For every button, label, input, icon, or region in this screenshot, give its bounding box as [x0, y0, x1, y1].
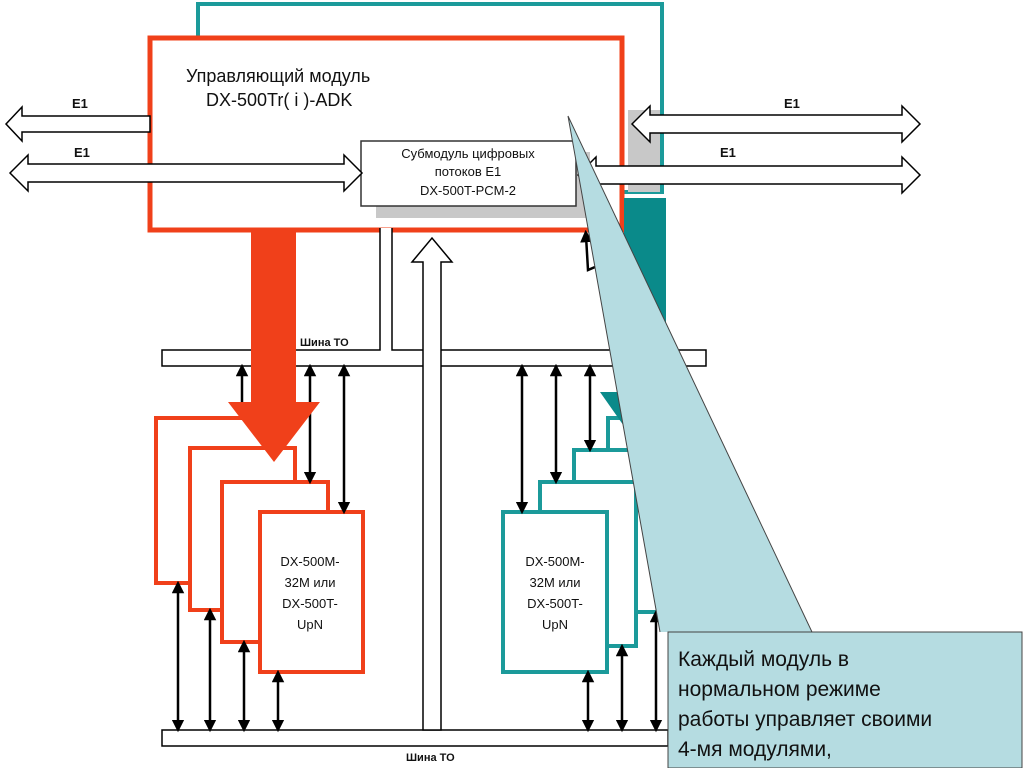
callout-line1: Каждый модуль в: [678, 648, 849, 671]
callout-line2: нормальном режиме: [678, 678, 881, 701]
e1-label-left-top: E1: [72, 96, 88, 111]
submodule-line2: потоков Е1: [435, 164, 502, 179]
e1-link-left-top: [4, 105, 151, 143]
e1-label-right-top: E1: [784, 96, 800, 111]
submodule-line1: Субмодуль цифровых: [401, 146, 535, 161]
left-module-line4: UpN: [297, 617, 323, 632]
right-module-line3: DX-500T-: [527, 596, 583, 611]
left-module-line1: DX-500M-: [280, 554, 339, 569]
left-module-stack: [154, 416, 365, 674]
left-module-line3: DX-500T-: [282, 596, 338, 611]
control-module-title: Управляющий модуль: [186, 66, 370, 86]
submodule-link-arrow: [410, 236, 454, 731]
e1-link-right-top: [630, 104, 922, 144]
module-to-bus-arrows-left-bottom: [171, 580, 285, 733]
callout-line4: 4-мя модулями,: [678, 738, 832, 761]
submodule-line3: DX-500T-PCM-2: [420, 183, 516, 198]
e1-label-right-bottom: E1: [720, 145, 736, 160]
e1-label-left-bottom: E1: [74, 145, 90, 160]
bus-bottom: [161, 729, 669, 747]
control-module-model: DX-500Tr( i )-ADK: [206, 90, 352, 110]
right-module-line4: UpN: [542, 617, 568, 632]
callout-balloon: [567, 115, 1023, 768]
bus-label-top: Шина ТО: [300, 337, 349, 349]
left-module-line2: 32M или: [284, 575, 335, 590]
control-arrow-red: [228, 230, 320, 462]
submodule-box: [360, 140, 577, 207]
right-module-line1: DX-500M-: [525, 554, 584, 569]
right-module-line2: 32M или: [529, 575, 580, 590]
callout-line3: работы управляет своими: [678, 708, 932, 731]
e1-link-left-bottom: [8, 153, 364, 193]
bus-label-bottom: Шина ТО: [406, 752, 455, 764]
